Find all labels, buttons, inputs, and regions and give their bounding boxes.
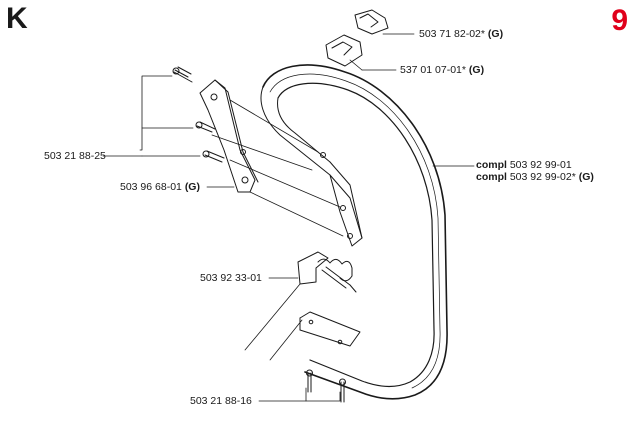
part-suffix: (G): [468, 64, 485, 76]
part-label-clip: 503 71 82-02* (G): [419, 29, 503, 40]
part-label-handle-2: compl 503 92 99-02* (G): [476, 172, 594, 183]
part-number: 503 21 88-16: [190, 395, 252, 407]
part-suffix: (G): [184, 181, 200, 193]
section-letter: K: [6, 2, 28, 35]
leader-lines: [102, 33, 475, 402]
buffer-assembly: [325, 34, 363, 67]
vibration-clip: [354, 9, 389, 35]
part-number: 503 21 88-25: [44, 150, 106, 162]
part-number: 503 71 82-02*: [419, 28, 485, 40]
page-number: 9: [611, 4, 628, 37]
part-prefix: compl: [476, 159, 507, 171]
part-prefix: compl: [476, 171, 507, 183]
handle-bracket: [199, 79, 259, 193]
part-label-screw-upper: 503 21 88-25: [44, 151, 106, 162]
part-label-bracket: 503 96 68-01 (G): [120, 182, 200, 193]
part-label-screw-lower: 503 21 88-16: [190, 396, 252, 407]
part-number: 503 92 33-01: [200, 272, 262, 284]
part-label-spring: 503 92 33-01: [200, 273, 262, 284]
screws-lower: [306, 369, 346, 403]
buffer-spring: [297, 251, 357, 293]
part-label-handle-1: compl 503 92 99-01: [476, 160, 572, 171]
part-number: 503 96 68-01: [120, 181, 182, 193]
front-handle: [260, 64, 448, 400]
part-suffix: (G): [578, 171, 594, 183]
part-suffix: (G): [487, 28, 504, 40]
screw-group-upper: [172, 66, 225, 163]
part-number: 537 01 07-01*: [400, 64, 466, 76]
part-label-buffer: 537 01 07-01* (G): [400, 65, 484, 76]
part-number: 503 92 99-02*: [509, 171, 576, 183]
part-number: 503 92 99-01: [509, 159, 572, 171]
